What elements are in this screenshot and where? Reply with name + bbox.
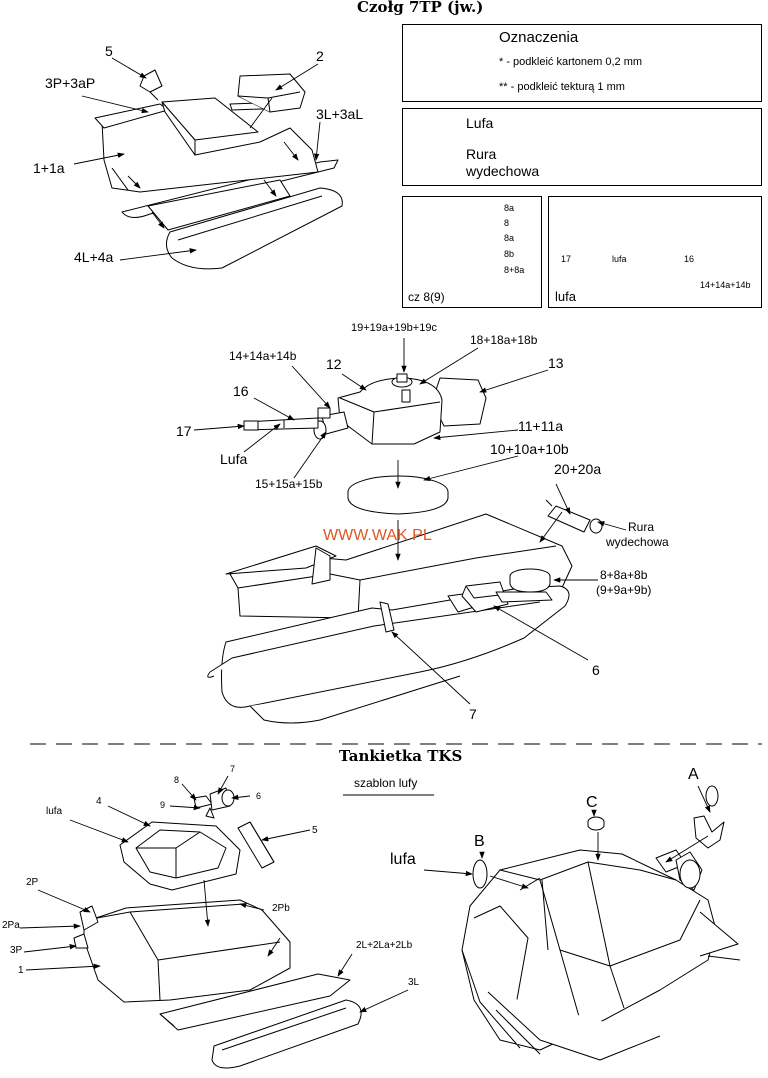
tks-label-lufa-big: lufa: [390, 851, 416, 868]
tks-assembled-drawing: [461, 785, 741, 1061]
cz-label-8a: 8a: [504, 233, 515, 243]
legend-lines-box: [402, 108, 762, 186]
tks-label-2pb: 2Pb: [272, 903, 290, 914]
tks-label-a: A: [688, 766, 699, 783]
label-12: 12: [326, 356, 342, 372]
label-10: 10+10a+10b: [490, 441, 569, 457]
label-11: 11+11a: [518, 418, 564, 434]
label-3p-3ap: 3P+3aP: [45, 75, 96, 91]
label-18: 18+18a+18b: [470, 333, 538, 347]
tks-label-2l: 2L+2La+2Lb: [356, 940, 413, 951]
label-szablon-lufy: szablon lufy: [354, 776, 418, 790]
inset-lufa-label-17: 17: [561, 254, 572, 264]
label-4l-4a: 4L+4a: [74, 249, 114, 265]
tks-label-5: 5: [312, 825, 318, 836]
tks-label-4: 4: [96, 796, 102, 807]
legend-note-2: ** - podkleić tekturą 1 mm: [499, 81, 625, 93]
inset-lufa-label-lufa: lufa: [612, 254, 627, 264]
label-1-1a: 1+1a: [33, 160, 65, 176]
7tp-hull-exploded-drawing: [94, 69, 343, 270]
legend-notes-box: [402, 24, 762, 102]
label-8-8a-8b: 8+8a+8b: [600, 568, 648, 582]
tks-label-2p: 2P: [26, 877, 39, 888]
tks-label-3l: 3L: [408, 977, 420, 988]
inset-lufa-title: lufa: [555, 289, 576, 304]
inset-lufa-label-14: 14+14a+14b: [700, 280, 751, 290]
title-7tp: Czołg 7TP (jw.): [357, 0, 484, 16]
tks-label-c: C: [586, 794, 598, 811]
watermark: WWW.WAK.PL: [323, 527, 432, 544]
label-7: 7: [469, 706, 477, 722]
label-lufa-7tp: Lufa: [220, 451, 248, 467]
label-16: 16: [233, 383, 249, 399]
cz-label-8b: 8b: [504, 249, 515, 259]
label-20: 20+20a: [554, 461, 602, 477]
inset-cz-box: [402, 196, 542, 308]
legend-lufa-label: Lufa: [466, 115, 494, 131]
label-3l-3al: 3L+3aL: [316, 106, 364, 122]
tks-label-6: 6: [256, 791, 262, 801]
tks-label-2pa: 2Pa: [2, 920, 20, 931]
legend-heading: Oznaczenia: [499, 29, 579, 46]
label-5: 5: [105, 43, 113, 59]
7tp-turret-drawing: [207, 373, 603, 724]
tks-label-3p: 3P: [10, 945, 23, 956]
label-17: 17: [176, 423, 192, 439]
tks-exploded-drawing: [73, 787, 362, 1069]
label-2: 2: [316, 48, 324, 64]
cz-label-8a-top: 8a: [504, 203, 515, 213]
tks-label-7: 7: [230, 764, 236, 774]
tks-label-1: 1: [18, 965, 24, 976]
cz-label-8-8a: 8+8a: [504, 265, 525, 275]
tks-label-9: 9: [160, 800, 166, 810]
inset-lufa-box: [548, 196, 762, 308]
label-9-9a-9b: (9+9a+9b): [596, 583, 652, 597]
tks-label-8: 8: [174, 775, 180, 785]
legend-rura-label-1: Rura: [466, 146, 497, 162]
label-6: 6: [592, 662, 600, 678]
legend-rura-label-2: wydechowa: [466, 163, 540, 179]
label-19: 19+19a+19b+19c: [351, 322, 437, 334]
label-rura-1: Rura: [628, 520, 655, 534]
label-rura-2: wydechowa: [606, 535, 669, 549]
label-13: 13: [548, 355, 564, 371]
tks-label-b: B: [474, 833, 485, 850]
leader-lines: [19, 57, 711, 1013]
inset-lufa-label-16: 16: [684, 254, 695, 264]
legend-note-1: * - podkleić kartonem 0,2 mm: [499, 56, 643, 68]
cz-title: cz 8(9): [408, 290, 445, 304]
tks-label-lufa: lufa: [46, 806, 63, 817]
title-tks: Tankietka TKS: [339, 747, 463, 765]
label-14: 14+14a+14b: [229, 349, 297, 363]
label-15: 15+15a+15b: [255, 477, 323, 491]
cz-label-8: 8: [504, 218, 510, 228]
